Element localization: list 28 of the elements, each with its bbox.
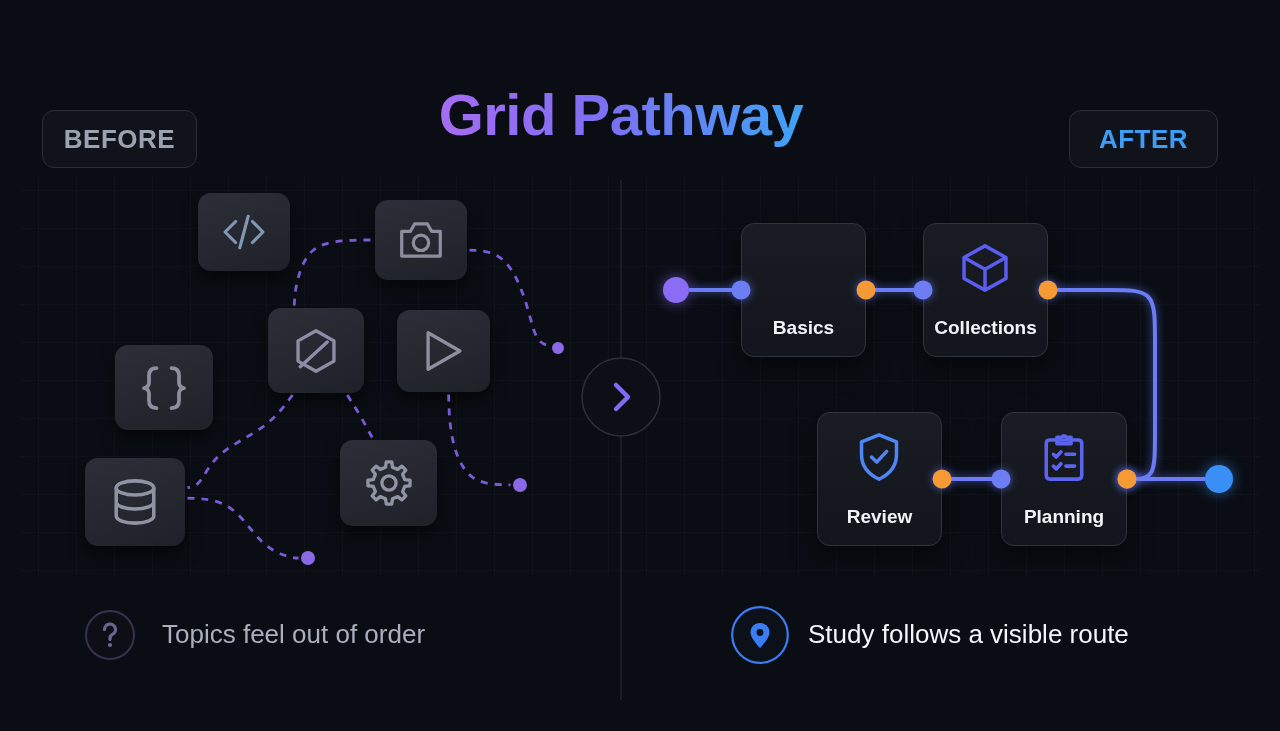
icon-tile xyxy=(198,193,290,271)
step-card xyxy=(817,412,942,546)
dashed-path xyxy=(187,496,299,560)
step-card xyxy=(923,223,1048,357)
dashed-path xyxy=(346,394,374,439)
icon-tile xyxy=(340,440,437,526)
phase-tag: BEFORE xyxy=(42,110,197,168)
caption-text: Topics feel out of order xyxy=(162,619,426,651)
icon-tile xyxy=(268,308,364,393)
step-card xyxy=(1001,412,1127,546)
step-label: Review xyxy=(846,506,913,529)
step-label: Collections xyxy=(934,317,1037,340)
connector-line xyxy=(932,469,1011,489)
connector-line xyxy=(689,280,751,300)
phase-tag: AFTER xyxy=(1069,110,1218,168)
icon-tile xyxy=(85,458,185,546)
step-label: Planning xyxy=(1023,506,1105,529)
dashed-path xyxy=(447,394,511,487)
icon-tile xyxy=(397,310,490,392)
icon-tile xyxy=(375,200,467,280)
dashed-path xyxy=(187,394,294,490)
step-card xyxy=(741,223,866,357)
connector-line xyxy=(856,280,933,300)
connector-line xyxy=(1117,469,1205,489)
icon-tile xyxy=(115,345,213,430)
caption-text: Study follows a visible route xyxy=(808,619,1129,651)
step-label: Basics xyxy=(772,317,835,340)
dashed-path xyxy=(292,238,373,306)
